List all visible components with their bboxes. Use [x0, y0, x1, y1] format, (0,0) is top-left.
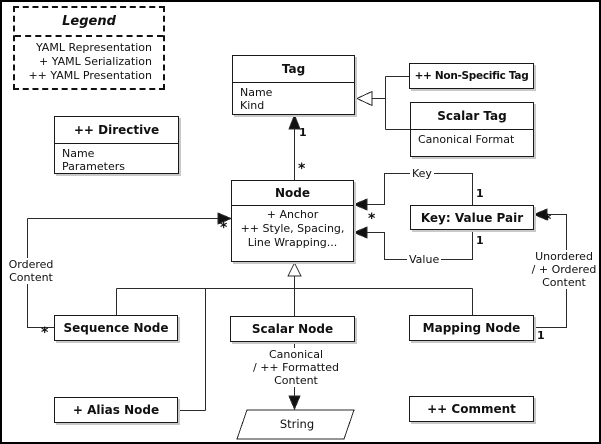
directive-field-name: Name: [62, 147, 95, 160]
scalar-tag-class-box: Scalar Tag Canonical Format: [410, 102, 534, 157]
scalar-node-box: Scalar Node: [230, 316, 355, 342]
arrowhead-into-node-left: [217, 212, 233, 225]
multiplicity-mapping-one: 1: [537, 329, 545, 342]
multiplicity-value-one: 1: [476, 234, 484, 247]
directive-title: ++ Directive: [55, 117, 178, 144]
tag-field-kind: Kind: [240, 99, 265, 112]
multiplicity-node-right-star: *: [368, 211, 376, 227]
mapping-node-box: Mapping Node: [409, 315, 534, 341]
legend-items: YAML Representation + YAML Serialization…: [15, 37, 163, 83]
scalar-tag-fields: Canonical Format: [411, 130, 533, 156]
legend-box: Legend YAML Representation + YAML Serial…: [13, 6, 165, 90]
legend-item-presentation: ++ YAML Presentation: [28, 69, 152, 82]
sequence-node-box: Sequence Node: [54, 315, 178, 341]
comment-box: ++ Comment: [409, 396, 534, 422]
key-value-pair-box: Key: Value Pair: [410, 205, 534, 230]
hollow-triangle-node: [287, 261, 302, 277]
unordered-content-edge-label: Unordered / + Ordered Content: [520, 250, 599, 289]
legend-title: Legend: [15, 8, 163, 37]
alias-node-box: + Alias Node: [54, 397, 178, 423]
scalar-tag-title: Scalar Tag: [411, 103, 533, 130]
directive-class-box: ++ Directive Name Parameters: [54, 116, 179, 174]
multiplicity-tag-star: *: [298, 161, 306, 177]
edge-key: [367, 173, 473, 205]
non-specific-tag-box: ++ Non-Specific Tag: [409, 63, 534, 89]
node-field-line-wrapping: Line Wrapping...: [247, 236, 338, 249]
multiplicity-kv-star: *: [544, 212, 552, 228]
multiplicity-tag-one: 1: [299, 126, 307, 139]
ordered-content-edge-label: Ordered Content: [4, 258, 58, 284]
legend-item-representation: YAML Representation: [35, 41, 152, 54]
edge-value: [367, 230, 473, 260]
node-field-anchor: + Anchor: [266, 208, 319, 221]
hollow-triangle-tag: [355, 90, 373, 107]
arrowhead-into-tag: [288, 113, 301, 130]
legend-item-serialization: + YAML Serialization: [39, 55, 152, 68]
directive-fields: Name Parameters: [55, 144, 178, 173]
multiplicity-sequence-star: *: [41, 325, 49, 341]
arrowhead-into-string: [288, 395, 301, 411]
canonical-content-edge-label: Canonical / ++ Formatted Content: [242, 348, 350, 387]
edge-sequence-ordered-content: [27, 218, 219, 328]
value-edge-label: Value: [407, 253, 442, 266]
node-class-box: Node + Anchor ++ Style, Spacing, Line Wr…: [231, 180, 354, 262]
string-parallelogram: [236, 409, 355, 440]
key-edge-label: Key: [410, 167, 434, 180]
node-fields: + Anchor ++ Style, Spacing, Line Wrappin…: [232, 206, 353, 261]
scalar-tag-field-canonical-format: Canonical Format: [418, 133, 515, 146]
tag-field-name: Name: [240, 86, 273, 99]
tag-fields: Name Kind: [233, 83, 354, 114]
multiplicity-node-left-star: *: [220, 220, 228, 236]
directive-field-parameters: Parameters: [62, 160, 125, 173]
tag-title: Tag: [233, 56, 354, 83]
node-field-style-spacing: ++ Style, Spacing,: [240, 222, 345, 235]
multiplicity-key-one: 1: [476, 187, 484, 200]
arrowhead-into-kv-pair: [532, 208, 548, 221]
edge-tag-generalization: [372, 76, 410, 130]
string-shape-label: String: [279, 417, 315, 431]
arrowhead-into-node-value: [352, 226, 368, 239]
edge-node-generalization-bus: [116, 276, 473, 411]
arrowhead-into-node-key: [352, 198, 368, 211]
tag-class-box: Tag Name Kind: [232, 55, 355, 115]
node-title: Node: [232, 181, 353, 206]
